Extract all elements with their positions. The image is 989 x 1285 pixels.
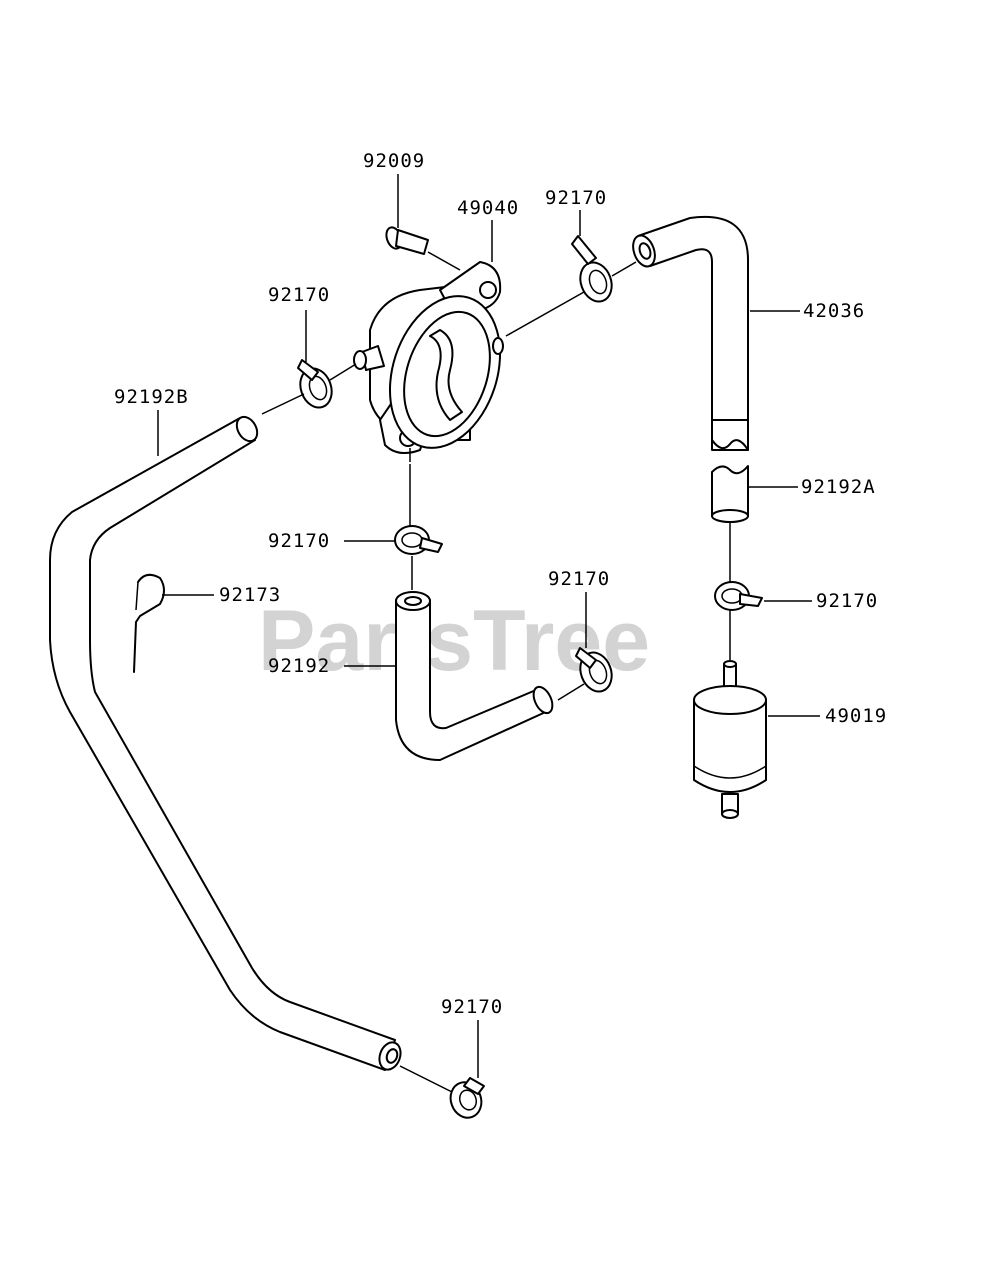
fuel-filter-49019[interactable] (693, 660, 767, 819)
clamp-92170-left[interactable] (295, 359, 337, 412)
clamp-92170-hose[interactable] (575, 647, 617, 696)
callout-92170-mid[interactable]: 92170 (268, 530, 330, 552)
screw-92009[interactable] (384, 225, 429, 255)
leader-lines (157, 174, 820, 1078)
callout-92170-hose[interactable]: 92170 (548, 568, 610, 590)
callout-49040[interactable]: 49040 (457, 197, 519, 219)
clamp-92170-bottom[interactable] (446, 1077, 487, 1122)
callout-92192A[interactable]: 92192A (801, 476, 876, 498)
hose-92192A[interactable] (711, 465, 749, 523)
callout-92192B[interactable]: 92192B (114, 386, 189, 408)
callout-92192[interactable]: 92192 (268, 655, 330, 677)
clamp-92170-top[interactable] (571, 235, 617, 306)
fuel-cock-49040[interactable] (353, 261, 519, 462)
callout-92173[interactable]: 92173 (219, 584, 281, 606)
clamp-92170-right[interactable] (714, 581, 763, 611)
assembly-lines (261, 251, 731, 1093)
callout-42036[interactable]: 42036 (803, 300, 865, 322)
callout-92009[interactable]: 92009 (363, 150, 425, 172)
hose-42036[interactable] (629, 215, 749, 451)
callout-92170-bottom[interactable]: 92170 (441, 996, 503, 1018)
hose-92192B[interactable] (49, 413, 404, 1072)
callouts: 92009 49040 92170 92170 42036 92192B 921… (114, 150, 887, 1018)
callout-92170-left[interactable]: 92170 (268, 284, 330, 306)
callout-92170-top[interactable]: 92170 (545, 187, 607, 209)
callout-49019[interactable]: 49019 (825, 705, 887, 727)
clamp-92170-mid[interactable] (394, 525, 443, 555)
callout-92170-right[interactable]: 92170 (816, 590, 878, 612)
hose-92192[interactable] (395, 591, 556, 761)
clip-92173[interactable] (133, 573, 165, 673)
